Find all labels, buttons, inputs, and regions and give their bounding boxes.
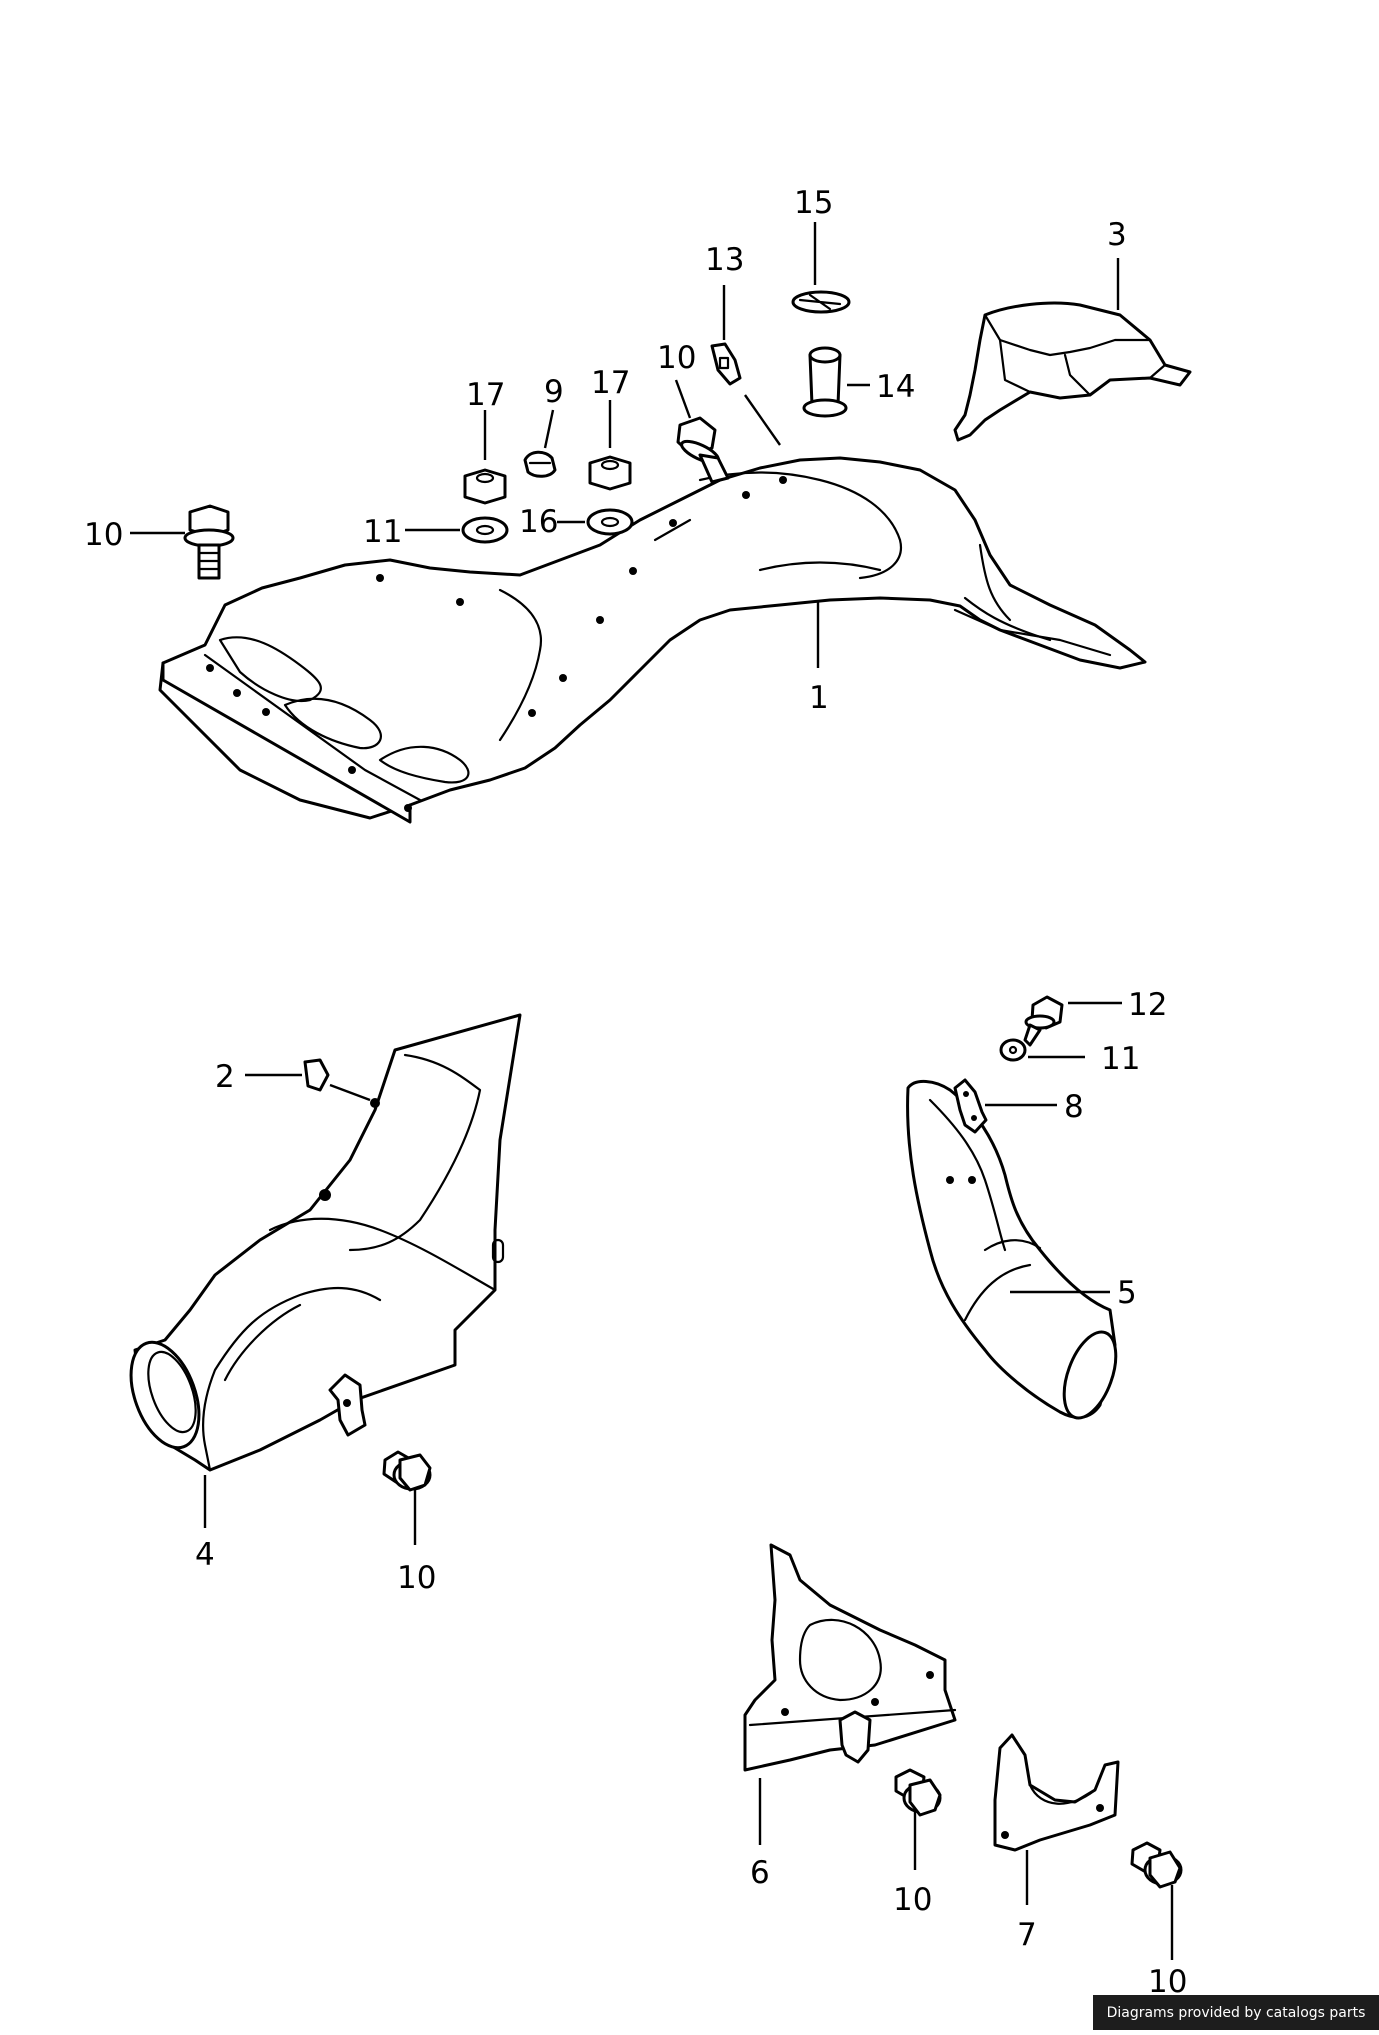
part-12-bolt	[1023, 995, 1064, 1047]
label-10-duct: 10	[397, 1560, 436, 1596]
label-5: 5	[1117, 1275, 1137, 1311]
label-17-right: 17	[591, 365, 630, 401]
part-11-washer-top	[461, 516, 509, 544]
part-13-clip-nut	[710, 342, 742, 386]
label-10-bottom: 10	[1148, 1964, 1187, 2000]
label-15: 15	[794, 185, 833, 221]
label-10-top: 10	[657, 340, 696, 376]
label-6: 6	[750, 1855, 770, 1891]
part-10-bolt-4	[382, 1450, 432, 1492]
label-11-top: 11	[363, 514, 402, 550]
part-7-bracket	[993, 1733, 1120, 1852]
part-3-cover	[953, 301, 1192, 442]
part-11-washer-right	[999, 1038, 1027, 1062]
part-15-star-washer	[791, 290, 851, 314]
part-9-grommet	[523, 450, 557, 478]
part-6-bracket	[743, 1543, 957, 1772]
part-16-washer	[586, 508, 634, 536]
label-11-right: 11	[1101, 1041, 1140, 1077]
part-17-nut-right	[588, 455, 632, 491]
part-2-clip-nut	[303, 1058, 330, 1092]
part-5-air-duct	[906, 1080, 1118, 1420]
part-17-nut-left	[463, 468, 507, 505]
label-3: 3	[1107, 217, 1127, 253]
part-labels: 10 11 17 9 17 16 10 13 15 14 3 1 2 4 10 …	[84, 185, 1187, 2000]
label-13: 13	[705, 242, 744, 278]
part-10-bolt-6	[894, 1768, 942, 1817]
label-4: 4	[195, 1537, 215, 1573]
part-14-spacer-sleeve	[802, 346, 848, 418]
label-10-bracket: 10	[893, 1882, 932, 1918]
part-1-air-guide-shroud	[158, 456, 1147, 824]
label-7: 7	[1017, 1917, 1037, 1953]
label-9: 9	[544, 374, 564, 410]
part-10-bolt-7	[1130, 1841, 1183, 1889]
label-17-left: 17	[466, 377, 505, 413]
credit-banner: Diagrams provided by catalogs parts	[1093, 1995, 1379, 2030]
label-16: 16	[519, 504, 558, 540]
part-8-clip	[953, 1078, 988, 1134]
part-4-air-duct	[129, 1013, 522, 1472]
label-2: 2	[215, 1059, 235, 1095]
label-14: 14	[876, 369, 915, 405]
label-1: 1	[809, 680, 829, 716]
label-8: 8	[1064, 1089, 1084, 1125]
part-10-bolt-top	[676, 416, 730, 484]
leader-lines	[130, 222, 1174, 1960]
label-10-left: 10	[84, 517, 123, 553]
part-10-bolt-left	[183, 504, 235, 580]
label-12: 12	[1128, 987, 1167, 1023]
